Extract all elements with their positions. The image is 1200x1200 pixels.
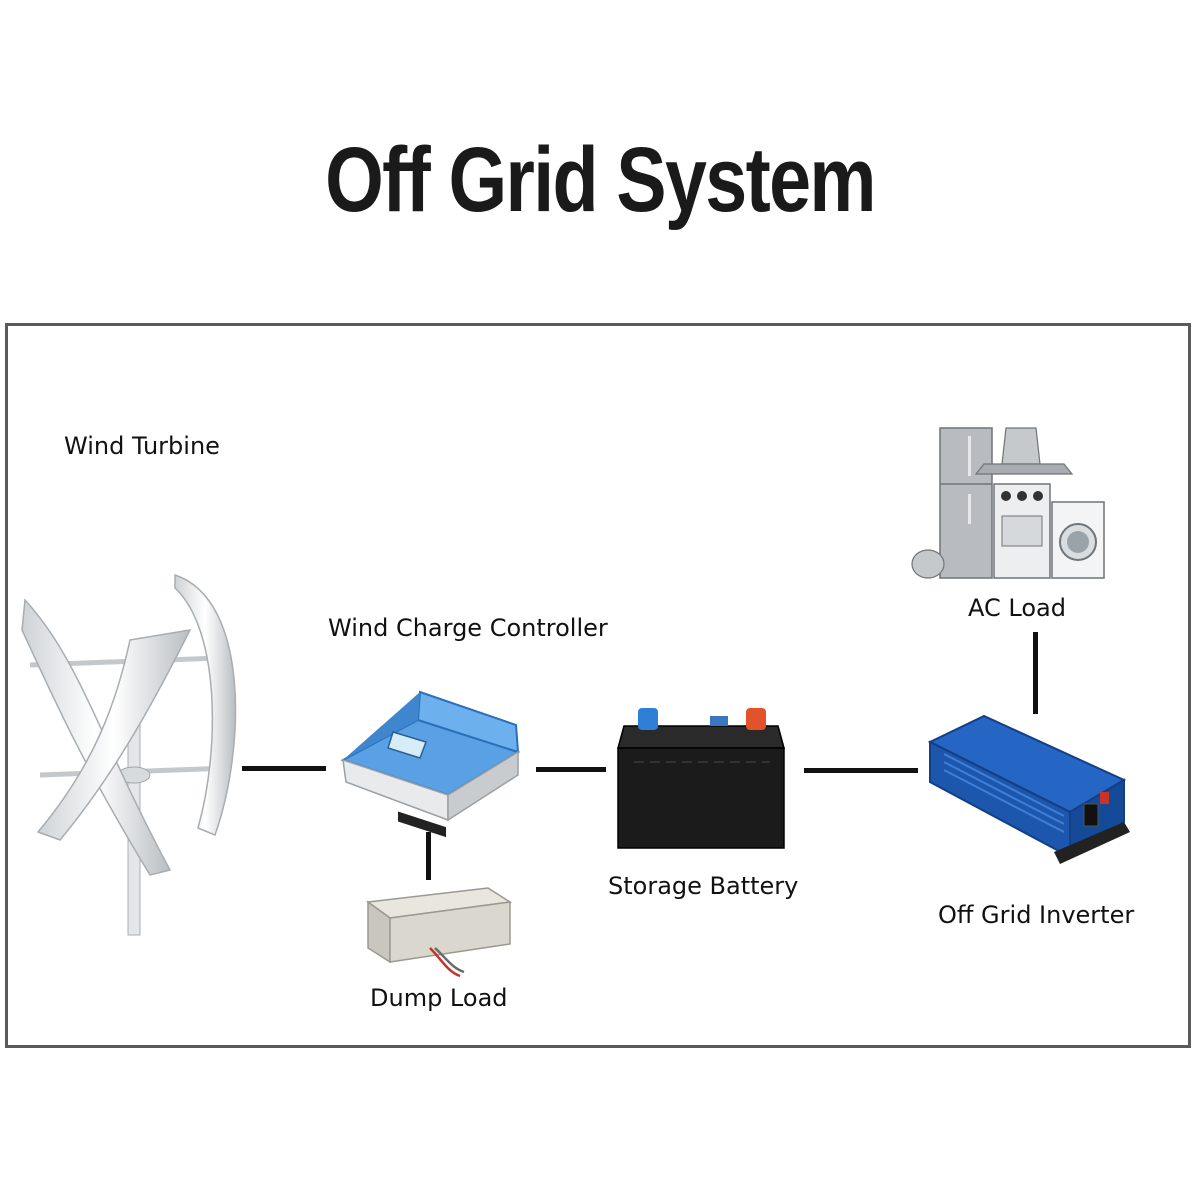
- ac-load-label: AC Load: [968, 594, 1066, 622]
- inverter-label: Off Grid Inverter: [938, 901, 1135, 929]
- wire-inverter-acload: [1033, 632, 1038, 714]
- wire-controller-battery: [536, 767, 606, 772]
- storage-battery-label: Storage Battery: [608, 872, 799, 900]
- diagram-title: Off Grid System: [325, 129, 876, 231]
- wind-turbine-icon: [21, 573, 237, 936]
- positive-terminal-icon: [746, 708, 766, 730]
- wind-turbine-label: Wind Turbine: [64, 432, 220, 460]
- charge-controller-label: Wind Charge Controller: [328, 614, 608, 642]
- wire-turbine-controller: [242, 766, 326, 771]
- range-hood-icon: [974, 463, 1074, 475]
- inverter-icon: [927, 714, 1130, 864]
- ac-load-icon: [911, 427, 1105, 579]
- wire-controller-dumpload: [426, 832, 431, 880]
- dump-load-label: Dump Load: [370, 984, 508, 1012]
- diagram-frame: [5, 323, 1191, 1048]
- negative-terminal-icon: [638, 708, 658, 730]
- dump-load-icon: [366, 887, 513, 978]
- charge-controller-icon: [340, 690, 521, 838]
- refrigerator-icon: [939, 427, 993, 579]
- storage-battery-icon: [617, 708, 785, 849]
- wire-battery-inverter: [804, 768, 918, 773]
